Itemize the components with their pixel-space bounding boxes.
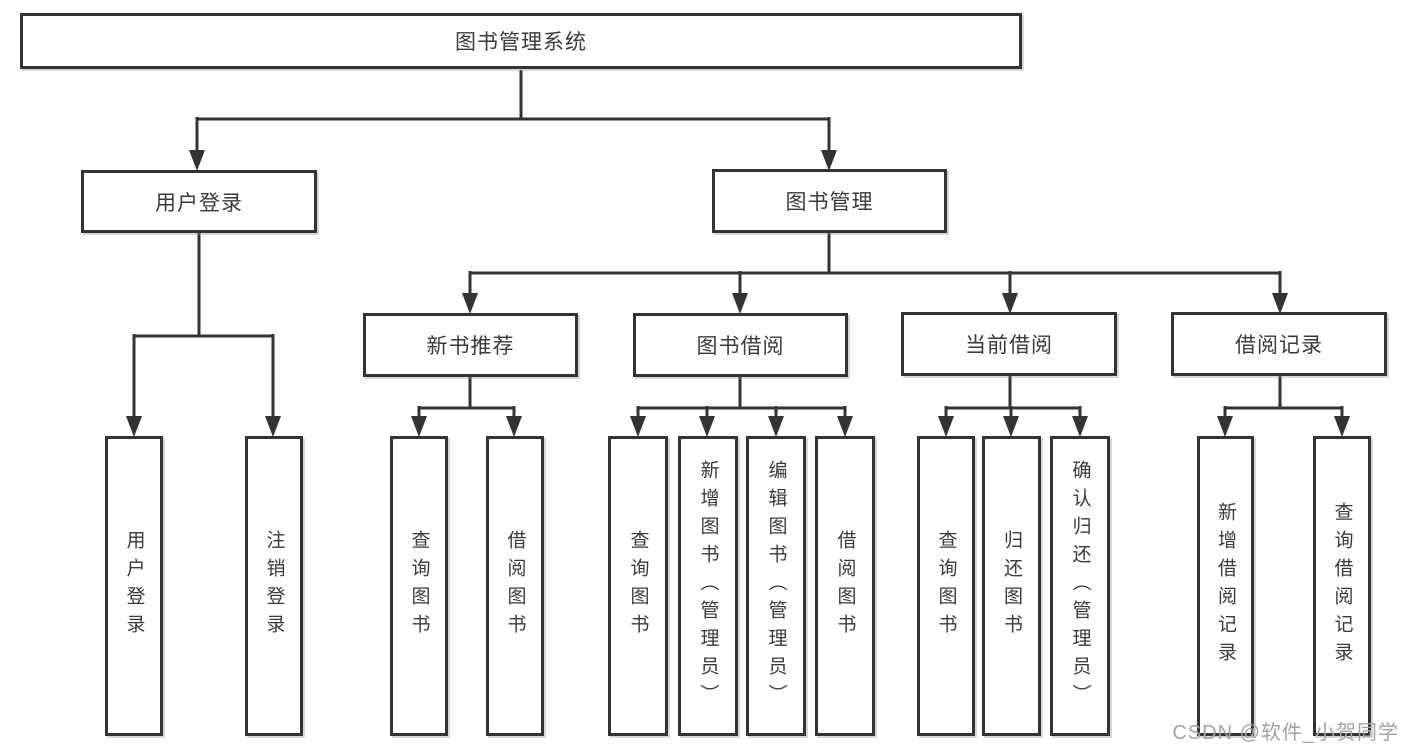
node-borrow-records-label: 借阅记录	[1235, 334, 1323, 357]
leaf-current-query-book-label: 查询图书	[935, 530, 957, 642]
node-book-management-module-label: 图书管理	[785, 191, 874, 214]
node-book-borrow-label: 图书借阅	[696, 335, 785, 358]
node-current-borrow-label: 当前借阅	[965, 334, 1053, 357]
leaf-current-confirm-return-admin: 确认归还（管理员）	[1050, 436, 1110, 736]
leaf-borrow-query-book: 查询图书	[608, 436, 668, 736]
node-current-borrow: 当前借阅	[901, 312, 1117, 376]
leaf-borrow-query-book-label: 查询图书	[627, 530, 649, 642]
leaf-logout-label: 注销登录	[263, 530, 285, 642]
leaf-recommend-borrow-book-label: 借阅图书	[504, 530, 526, 642]
node-root-system-label: 图书管理系统	[455, 31, 587, 54]
leaf-current-return-book: 归还图书	[982, 436, 1041, 736]
node-new-book-recommend-label: 新书推荐	[426, 335, 515, 358]
leaf-records-query-record: 查询借阅记录	[1313, 436, 1371, 736]
csdn-watermark: CSDN @软件_小贺同学	[1172, 722, 1399, 744]
leaf-recommend-query-book-label: 查询图书	[408, 530, 430, 642]
leaf-current-return-book-label: 归还图书	[1001, 530, 1022, 642]
node-root-system: 图书管理系统	[20, 13, 1022, 69]
node-book-management-module: 图书管理	[712, 169, 947, 233]
node-user-login-module-label: 用户登录	[155, 191, 243, 215]
leaf-current-query-book: 查询图书	[917, 436, 975, 736]
leaf-borrow-add-book-admin-label: 新增图书（管理员）	[697, 460, 719, 712]
node-book-borrow: 图书借阅	[633, 313, 848, 377]
leaf-current-confirm-return-admin-label: 确认归还（管理员）	[1069, 460, 1091, 712]
leaf-borrow-edit-book-admin-label: 编辑图书（管理员）	[765, 460, 787, 712]
leaf-recommend-borrow-book: 借阅图书	[486, 436, 544, 736]
leaf-borrow-add-book-admin: 新增图书（管理员）	[678, 436, 738, 736]
node-user-login-module: 用户登录	[81, 170, 317, 233]
node-borrow-records: 借阅记录	[1171, 312, 1387, 376]
leaf-recommend-query-book: 查询图书	[390, 436, 448, 736]
node-new-book-recommend: 新书推荐	[363, 313, 578, 377]
leaf-records-add-record: 新增借阅记录	[1197, 436, 1254, 736]
leaf-records-add-record-label: 新增借阅记录	[1215, 502, 1236, 670]
leaf-borrow-borrow-book: 借阅图书	[815, 436, 875, 736]
leaf-borrow-borrow-book-label: 借阅图书	[834, 530, 856, 642]
leaf-records-query-record-label: 查询借阅记录	[1331, 502, 1353, 670]
leaf-user-login: 用户登录	[105, 436, 163, 736]
leaf-borrow-edit-book-admin: 编辑图书（管理员）	[746, 436, 806, 736]
leaf-user-login-label: 用户登录	[123, 530, 145, 642]
leaf-logout: 注销登录	[245, 436, 303, 736]
